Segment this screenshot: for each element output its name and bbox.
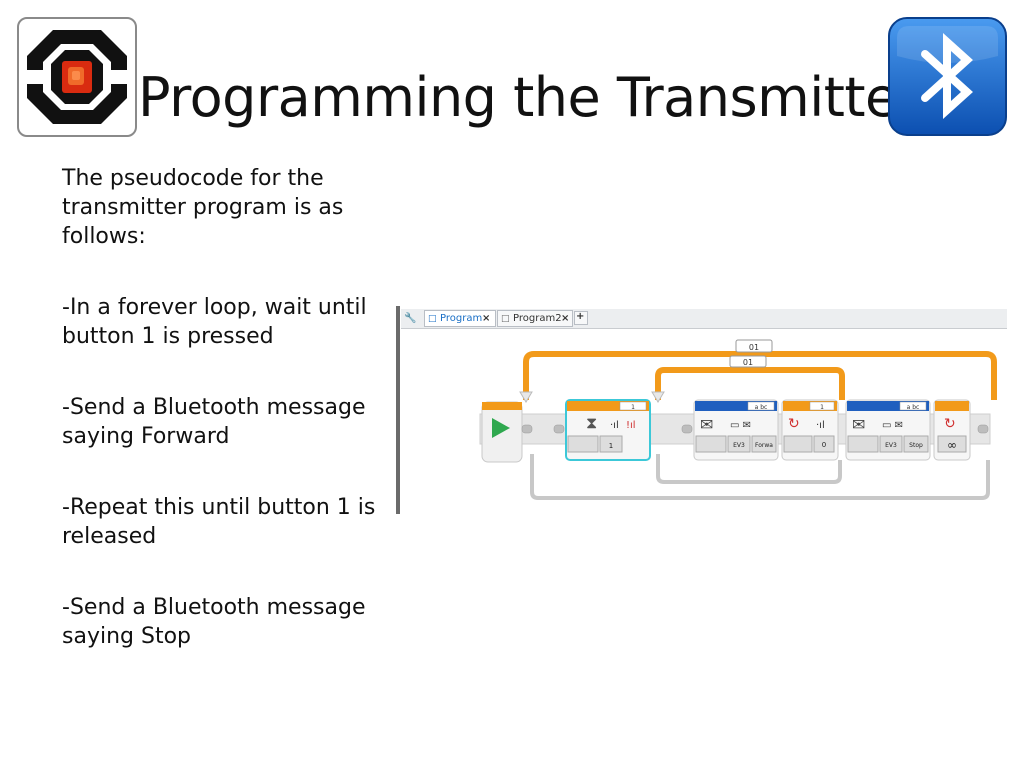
send-forward-cap	[695, 401, 777, 411]
send-forward-text-field[interactable]	[751, 435, 777, 453]
loop-exit-icon: ↻	[788, 416, 800, 432]
close-icon[interactable]: ×	[561, 313, 570, 324]
outer-loop-label: 01	[749, 343, 759, 352]
tab-program[interactable]	[424, 310, 496, 327]
wait-pressed-tag: 1	[631, 404, 635, 411]
send-forward-tag: a bc	[755, 404, 768, 411]
send-stop-cap	[847, 401, 929, 411]
step-paragraph: -In a forever loop, wait until button 1 …	[62, 293, 382, 351]
wait-port-value: 1	[609, 442, 613, 450]
wait-released-field[interactable]	[813, 435, 835, 453]
wait-port-field[interactable]	[599, 435, 623, 453]
text-line: button 1 is pressed	[62, 324, 274, 349]
intro-paragraph: The pseudocode for the transmitter progr…	[62, 164, 382, 251]
wait-released-tag-box	[809, 401, 835, 411]
start-block-cap	[482, 402, 522, 410]
send-stop-text-field[interactable]	[903, 435, 929, 453]
close-icon[interactable]: ×	[482, 313, 491, 324]
outer-loop-end-cap	[935, 401, 969, 411]
text-line: -Send a Bluetooth message	[62, 595, 366, 620]
send-stop-text: Stop	[909, 442, 923, 449]
step-paragraph: -Send a Bluetooth message saying Stop	[62, 593, 382, 651]
text-line: saying Stop	[62, 624, 191, 649]
tab-program-label[interactable]: Program	[440, 313, 483, 324]
send-stop-tag: a bc	[907, 404, 920, 411]
envelope-icon: ✉	[852, 415, 865, 434]
wait-pressed-cap	[567, 401, 649, 411]
send-stop-brick-field[interactable]	[879, 435, 903, 453]
loop-exit-icon: ↻	[944, 416, 956, 432]
step-paragraph: -Send a Bluetooth message saying Forward	[62, 393, 382, 451]
signal-icon: ·ıl	[610, 420, 619, 431]
signal-red-icon: !ıl	[626, 420, 636, 431]
send-mode-selector[interactable]	[695, 435, 727, 453]
outer-loop-tag[interactable]	[735, 339, 773, 353]
infinity-icon: ∞	[947, 438, 957, 452]
send-forward-text: Forwa	[755, 442, 773, 449]
plus-icon[interactable]: +	[576, 311, 585, 322]
bluetooth-icon	[888, 17, 1007, 136]
inner-loop-label: 01	[743, 358, 753, 367]
step-paragraph: -Repeat this until button 1 is released	[62, 493, 382, 551]
add-tab-button[interactable]	[574, 311, 588, 325]
slide-title: Programming the Transmitter	[138, 66, 920, 129]
hourglass-icon: ⧗	[586, 413, 597, 432]
wait-released-tag: 1	[820, 404, 824, 411]
inner-loop-frame[interactable]	[655, 367, 845, 400]
text-line: saying Forward	[62, 424, 230, 449]
message-icon: ▭ ✉	[882, 420, 903, 431]
inner-loop-arrow	[651, 391, 665, 403]
play-icon	[492, 418, 510, 438]
text-line: -Repeat this until button 1 is	[62, 495, 376, 520]
inner-loop-return	[656, 454, 842, 484]
envelope-icon: ✉	[700, 415, 713, 434]
loop-mode-selector[interactable]	[937, 435, 967, 453]
send-forward-brick-field[interactable]	[727, 435, 751, 453]
send-stop-brick: EV3	[885, 442, 897, 449]
program-icon: □	[428, 314, 437, 324]
wait-pressed-tag-box	[619, 401, 647, 411]
tab-program2-label[interactable]: Program2	[513, 313, 562, 324]
program-canvas: 01 01 1 ⧗ ·ıl !ıl 1 a bc ✉ ▭ ✉ EV3 Forwa…	[479, 339, 997, 500]
wrench-icon[interactable]: 🔧	[404, 313, 417, 324]
send-forward-brick: EV3	[733, 442, 745, 449]
wait-mode-selector[interactable]	[567, 435, 599, 453]
text-line: follows:	[62, 224, 146, 249]
sequence-plugs	[521, 424, 989, 434]
wait-released-value: 0	[822, 441, 826, 449]
signal-icon: ·ıl	[816, 420, 825, 431]
wait-released-mode[interactable]	[783, 435, 813, 453]
send-stop-tag-box	[899, 401, 927, 411]
text-line: -In a forever loop, wait until	[62, 295, 367, 320]
inner-loop-tag[interactable]	[729, 355, 767, 368]
ev3-logo-icon	[17, 17, 137, 137]
tab-program2[interactable]	[497, 310, 573, 327]
screenshot-left-border	[396, 306, 400, 514]
outer-loop-arrow	[519, 391, 533, 403]
pseudocode-text: The pseudocode for the transmitter progr…	[62, 164, 382, 693]
send-stop-mode-selector[interactable]	[847, 435, 879, 453]
text-line: -Send a Bluetooth message	[62, 395, 366, 420]
message-icon: ▭ ✉	[730, 420, 751, 431]
send-forward-tag-box	[747, 401, 775, 411]
outer-loop-return	[530, 454, 990, 500]
text-line: The pseudocode for the	[62, 166, 324, 191]
program-icon: □	[501, 314, 510, 324]
outer-loop-frame[interactable]	[523, 351, 997, 400]
text-line: transmitter program is as	[62, 195, 344, 220]
text-line: released	[62, 524, 157, 549]
